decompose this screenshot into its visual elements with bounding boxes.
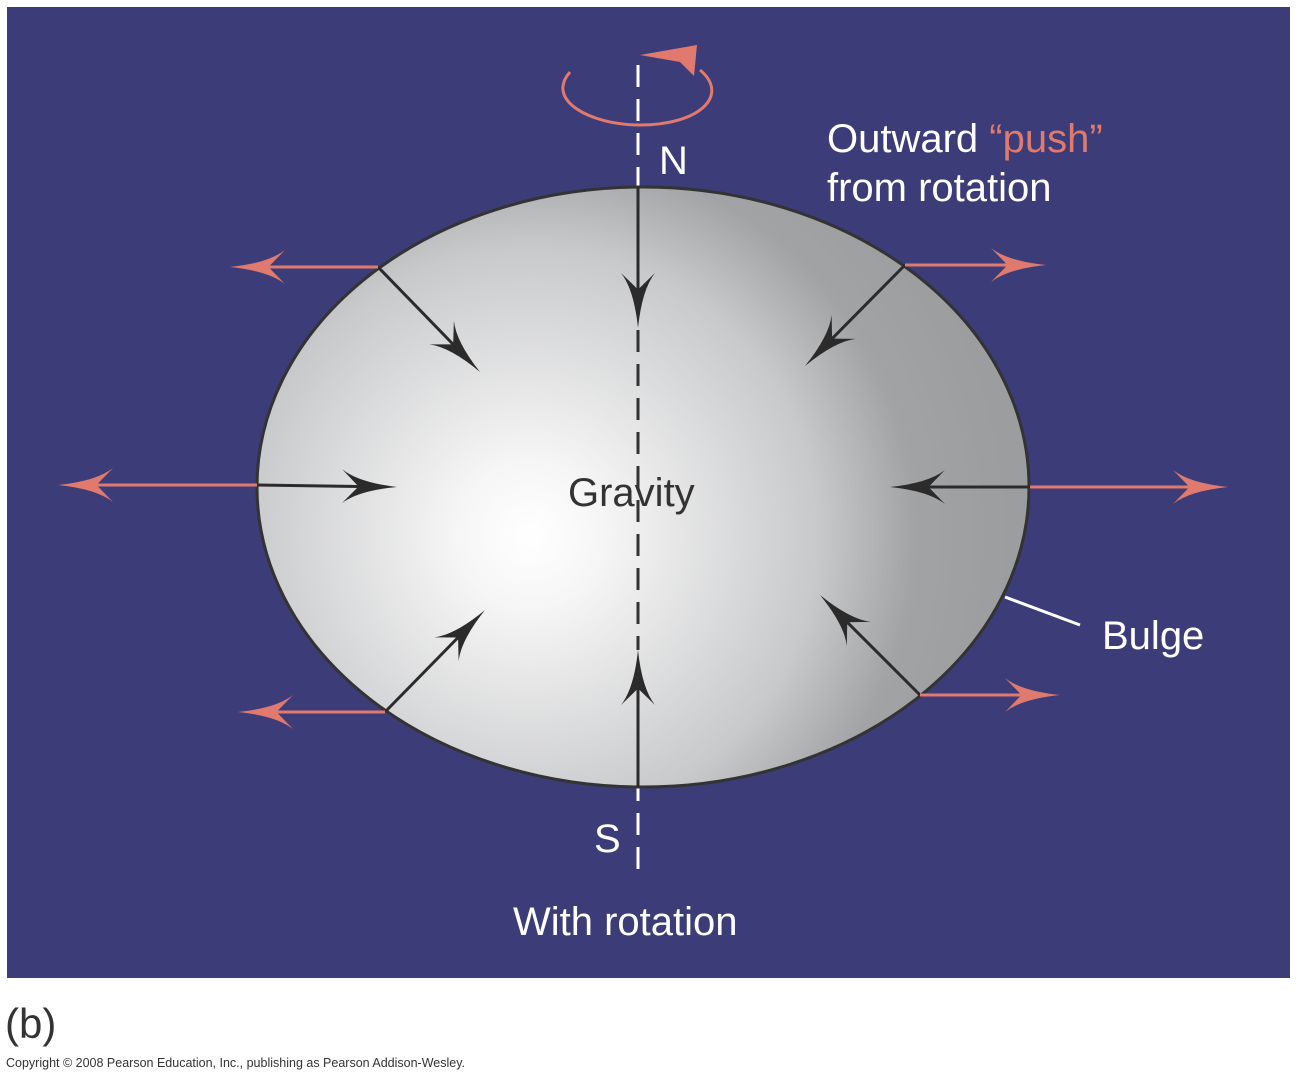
panel-letter: (b) bbox=[5, 1000, 57, 1047]
gravity-arrow-head bbox=[341, 469, 397, 504]
push-text: “push” bbox=[989, 117, 1103, 161]
push-arrow-head bbox=[58, 468, 113, 502]
gravity-arrow-head bbox=[621, 650, 655, 705]
gravity-arrow-shaft bbox=[831, 263, 907, 340]
push-arrow-head bbox=[1005, 678, 1060, 712]
outward-push-label: Outward “push” bbox=[827, 115, 1103, 163]
north-label: N bbox=[659, 139, 688, 183]
gravity-arrow-shaft bbox=[383, 636, 460, 714]
from-rotation-label: from rotation bbox=[827, 166, 1052, 210]
bulge-leader-line bbox=[1004, 595, 1081, 627]
gravity-label: Gravity bbox=[568, 471, 695, 515]
gravity-arrow-head bbox=[890, 470, 945, 504]
push-arrow-head bbox=[991, 248, 1046, 282]
south-label: S bbox=[594, 817, 621, 861]
bulge-label: Bulge bbox=[1102, 614, 1205, 658]
rotation-circle bbox=[561, 68, 714, 127]
gravity-arrow-head bbox=[621, 273, 655, 328]
gravity-arrow-head bbox=[429, 320, 480, 372]
copyright: Copyright © 2008 Pearson Education, Inc.… bbox=[6, 1056, 466, 1070]
rotation-arrowhead bbox=[640, 45, 697, 76]
caption: With rotation bbox=[513, 900, 738, 944]
gravity-arrow-head bbox=[820, 595, 871, 646]
gravity-arrow-shaft bbox=[256, 483, 359, 488]
gravity-arrow-head bbox=[434, 610, 485, 662]
gravity-arrow-head bbox=[805, 314, 856, 366]
push-arrow-head bbox=[238, 695, 293, 729]
gravity-arrow-shaft bbox=[376, 265, 455, 346]
outward-text: Outward bbox=[827, 117, 990, 161]
gravity-arrow-shaft bbox=[846, 621, 922, 697]
push-arrow-head bbox=[230, 250, 285, 284]
push-arrow-head bbox=[1173, 470, 1228, 504]
